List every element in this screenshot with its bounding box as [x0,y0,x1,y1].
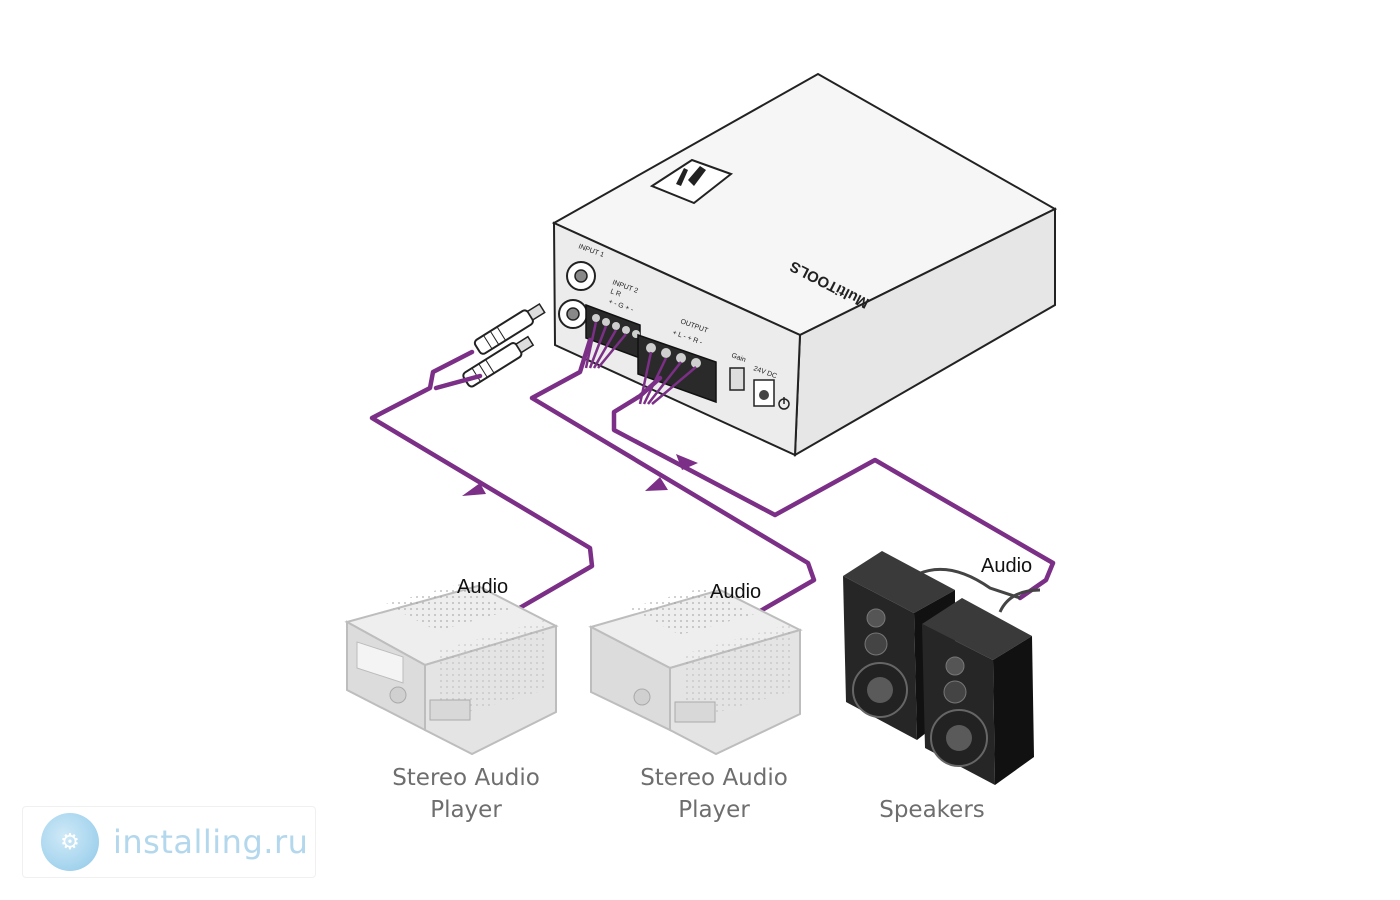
arrow-down-icon [676,454,698,470]
terminal-wires [584,321,697,405]
input2-channels: L R [609,288,621,298]
speakers-label: Speakers [879,797,985,823]
stereo-audio-player-2 [588,588,803,756]
cable-speakers [611,375,1056,601]
cable-player1 [369,349,595,631]
speakers [843,551,1041,785]
cable-label-player2: Audio [710,581,761,603]
input1-rca-jacks [558,261,596,329]
player2-label-line1: Stereo Audio [640,765,788,791]
power-icon [778,397,790,410]
cable-player1-branch [433,373,483,391]
watermark: ⚙ installing.ru [22,806,316,878]
audio-device: MultiTOOLS INPUT 1 INPUT 2 L R + - G + -… [551,72,1058,457]
player1-label-line1: Stereo Audio [392,765,540,791]
watermark-logo-icon: ⚙ [41,813,99,871]
speaker-right [922,598,1034,785]
gain-label: Gain [730,352,746,364]
gain-trimmer [729,367,745,391]
arrow-up-icon [645,477,668,491]
cable-label-player1: Audio [457,576,508,598]
watermark-text: installing.ru [113,823,309,861]
stereo-audio-player-1 [344,584,559,756]
cable-player2 [529,337,817,628]
player1-label-line2: Player [430,797,502,823]
kramer-logo-icon [649,158,734,205]
cable-label-speakers: Audio [981,555,1032,577]
player2-label-line2: Player [678,797,750,823]
arrow-up-icon [462,483,486,496]
rca-plugs [462,302,546,388]
